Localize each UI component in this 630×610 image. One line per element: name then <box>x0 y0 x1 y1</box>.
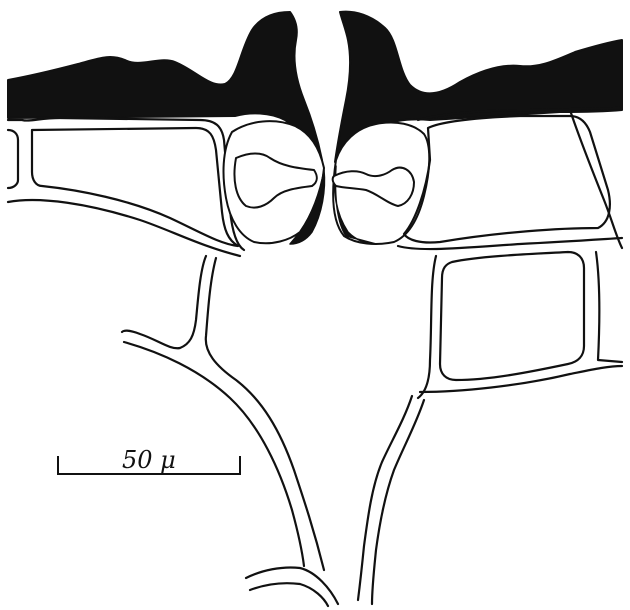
epidermal-cell-left-box <box>32 128 238 246</box>
cell-wall-left-branch-inner <box>206 258 324 570</box>
epidermal-cell-wall-left-lower <box>8 200 240 256</box>
cell-wall-left-branch <box>122 256 206 348</box>
mesophyll-wall-right-outer <box>418 256 436 398</box>
scale-bar-label: 50 μ <box>122 446 176 474</box>
mesophyll-cell-right <box>440 252 584 380</box>
mesophyll-wall-right-edge <box>596 252 622 362</box>
epidermal-cell-wall-left-outer <box>8 118 244 250</box>
cell-wall-bottom-left-inner <box>250 583 328 606</box>
epidermal-cell-wall-left-inner <box>8 130 18 188</box>
